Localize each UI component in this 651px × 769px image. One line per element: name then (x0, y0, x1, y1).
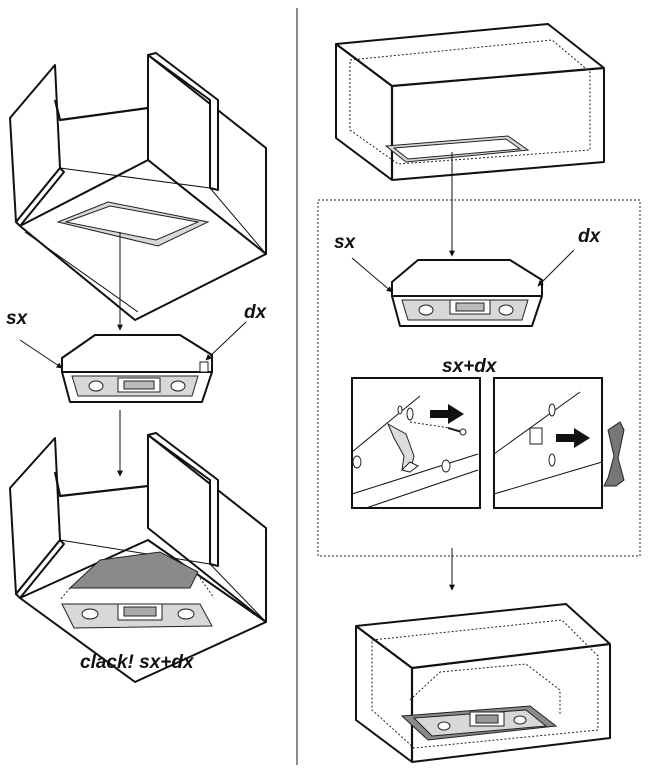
detail-screw-removal (351, 377, 481, 509)
procedure-frame (317, 199, 641, 557)
arrow-sx-right (351, 257, 393, 293)
label-sx-left: sx (6, 308, 29, 329)
arrow-sx-left (19, 339, 63, 369)
bracket-detached (603, 421, 625, 487)
label-dx-left: dx (244, 302, 268, 323)
detail-bracket-removal (493, 377, 603, 509)
label-sx-right: sx (334, 232, 357, 253)
label-dx-right: dx (578, 226, 602, 247)
arrow-pull-screw (430, 404, 464, 424)
cabinet-bottom-left (9, 432, 267, 683)
cabinet-top-left (9, 52, 267, 321)
arrow-dx-right (537, 249, 575, 287)
caption-clack: clack! sx+dx (80, 652, 195, 673)
hood-insert-right (391, 259, 543, 327)
arrow-pull-bracket (556, 428, 590, 448)
cabinet-top-right (335, 23, 605, 181)
cabinet-bottom-right (355, 603, 611, 763)
hood-insert-left (61, 334, 213, 403)
arrow-dx-left (205, 321, 247, 361)
label-sxdx-right: sx+dx (442, 356, 498, 377)
